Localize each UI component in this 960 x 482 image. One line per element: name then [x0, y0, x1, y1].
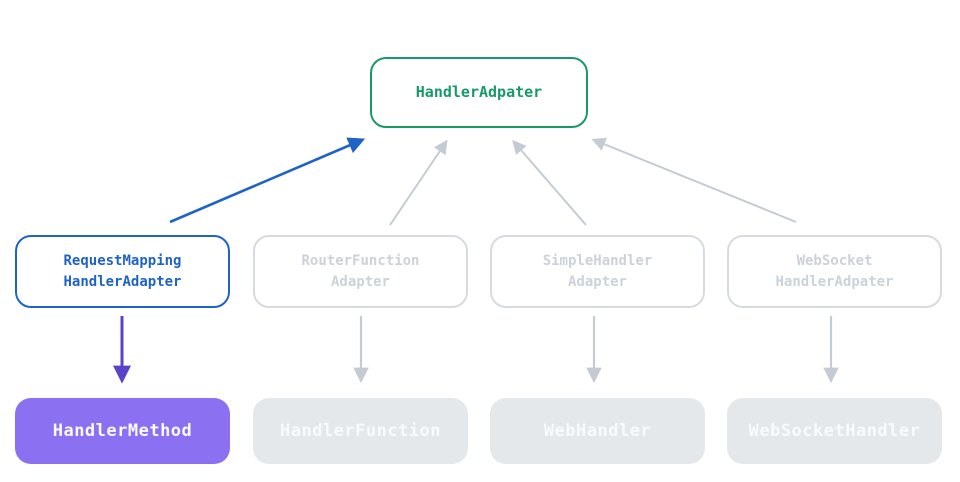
node-handlermethod: HandlerMethod — [15, 398, 230, 464]
node-label-line2: Adapter — [330, 273, 390, 290]
node-label-line1: RouterFunction — [301, 253, 420, 270]
node-label-line1: RequestMapping — [63, 253, 182, 270]
node-handler-adapter-interface: HandlerAdpater — [370, 57, 588, 128]
node-label-line1: WebSocket — [796, 253, 873, 270]
node-label: WebHandler — [543, 420, 652, 441]
node-label-line2: Adapter — [567, 273, 627, 290]
node-label: HandlerAdpater — [415, 82, 543, 101]
node-websocket-handleradapter: WebSocket HandlerAdpater — [727, 235, 942, 308]
node-label: HandlerFunction — [279, 420, 442, 441]
node-label-line2: HandlerAdpater — [775, 273, 894, 290]
arrow-simplehandler-to-handleradapter — [512, 139, 587, 226]
node-websockethandler: WebSocketHandler — [727, 398, 942, 464]
node-label-line2: HandlerAdapter — [63, 273, 182, 290]
arrow-websocketadapter-to-handleradapter — [591, 137, 797, 223]
node-routerfunction-adapter: RouterFunction Adapter — [253, 235, 468, 308]
node-requestmapping-handleradapter: RequestMapping HandlerAdapter — [15, 235, 230, 308]
node-label: HandlerMethod — [52, 420, 193, 441]
node-label-line1: SimpleHandler — [542, 253, 653, 270]
node-label: WebSocketHandler — [748, 420, 921, 441]
node-simplehandler-adapter: SimpleHandler Adapter — [490, 235, 705, 308]
node-webhandler: WebHandler — [490, 398, 705, 464]
arrow-routerfunction-to-handleradapter — [389, 139, 448, 226]
arrow-requestmapping-to-handleradapter — [169, 137, 366, 224]
node-handlerfunction: HandlerFunction — [253, 398, 468, 464]
